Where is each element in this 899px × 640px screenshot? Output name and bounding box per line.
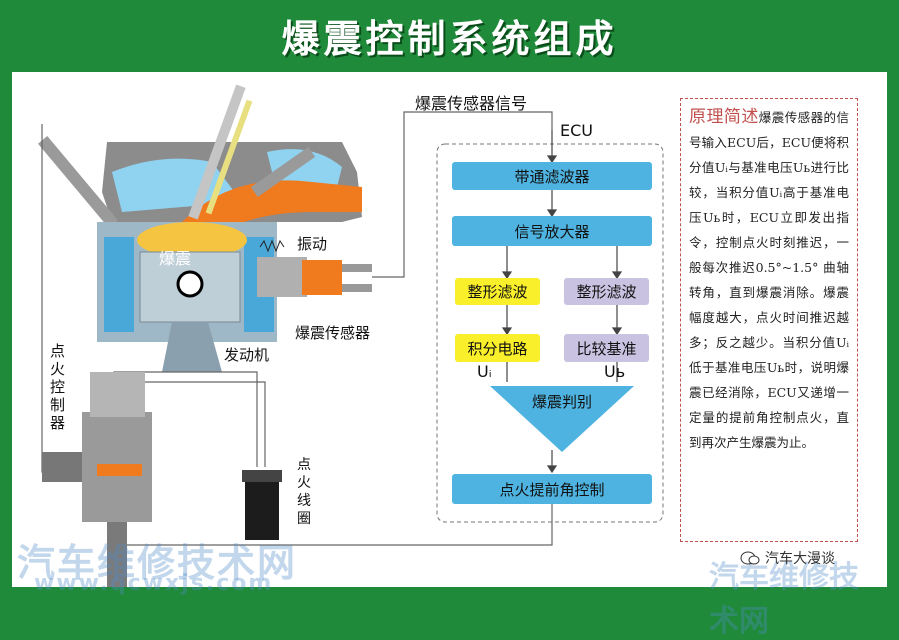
connecting-rod [162,322,222,372]
amplifier-block: 信号放大器 [452,216,652,246]
knock-sensor-element [302,260,342,295]
piston-pin [176,270,204,298]
watermark-url: www.qcwxjs.com [34,571,274,596]
knock-label: 爆震 [159,249,192,268]
ignition-controller-label: 点火控制器 [50,342,66,432]
spark-plug-core [205,99,253,215]
reference-block: 比较基准 [564,334,649,362]
distributor-base [90,372,145,417]
injector [250,147,316,197]
knock-sensor-label: 爆震传感器 [295,324,371,342]
page-title: 爆震控制系统组成 [281,16,618,61]
watermark-cn: 汽车维修技术网 [17,541,298,585]
principle-note: 原理简述爆震传感器的信号输入ECU后，ECU便将积分值Uᵢ与基准电压Uь进行比较… [680,98,858,542]
wire-sensor-to-ecu [372,111,553,278]
intake-valve [38,136,118,228]
shaping-filter-right-block: 整形滤波 [564,278,649,305]
knock-sensor-body [257,257,307,297]
vibration-label: 振动 [297,235,328,253]
frame: 爆震控制系统组成 [12,16,887,639]
distributor-shaft [107,522,127,587]
principle-heading: 原理简述 [689,107,759,127]
engine-label: 发动机 [224,346,270,364]
integrator-block: 积分电路 [455,334,540,362]
knock-sensor-pin-top [342,264,372,272]
judge-triangle [490,386,634,452]
knock-sensor-pin-bottom [342,284,372,292]
ui-label: Uᵢ [477,362,492,381]
judge-label: 爆震判别 [531,392,592,411]
vacuum-advance [42,452,82,482]
spark-plug [188,84,246,220]
ecu-box [436,143,664,523]
engine-illustration [38,84,664,587]
vibration-wave [259,239,285,253]
shaping-filter-left-block: 整形滤波 [455,278,540,305]
wechat-icon [740,551,760,565]
ub-label: Uь [604,362,626,381]
advance-control-block: 点火提前角控制 [452,474,652,504]
block-water-left [104,237,134,332]
bandpass-filter-block: 带通滤波器 [452,162,652,190]
distributor-rotor [97,464,142,476]
knock-flame [137,222,247,258]
diagram-panel: 爆震传感器信号 ECU 爆震 振动 发动机 爆震传感器 点火控制器 点火线圈 U… [12,72,887,639]
wechat-mark: 汽车大漫谈 [740,548,835,568]
ignition-coil [245,480,279,540]
ignition-coil-cap [242,470,282,482]
principle-body: 爆震传感器的信号输入ECU后，ECU便将积分值Uᵢ与基准电压Uь进行比较，当积分… [689,110,849,450]
wechat-name: 汽车大漫谈 [765,551,835,567]
ignition-coil-label: 点火线圈 [297,457,311,527]
sensor-signal-label: 爆震传感器信号 [415,94,528,113]
ecu-label: ECU [560,121,593,140]
